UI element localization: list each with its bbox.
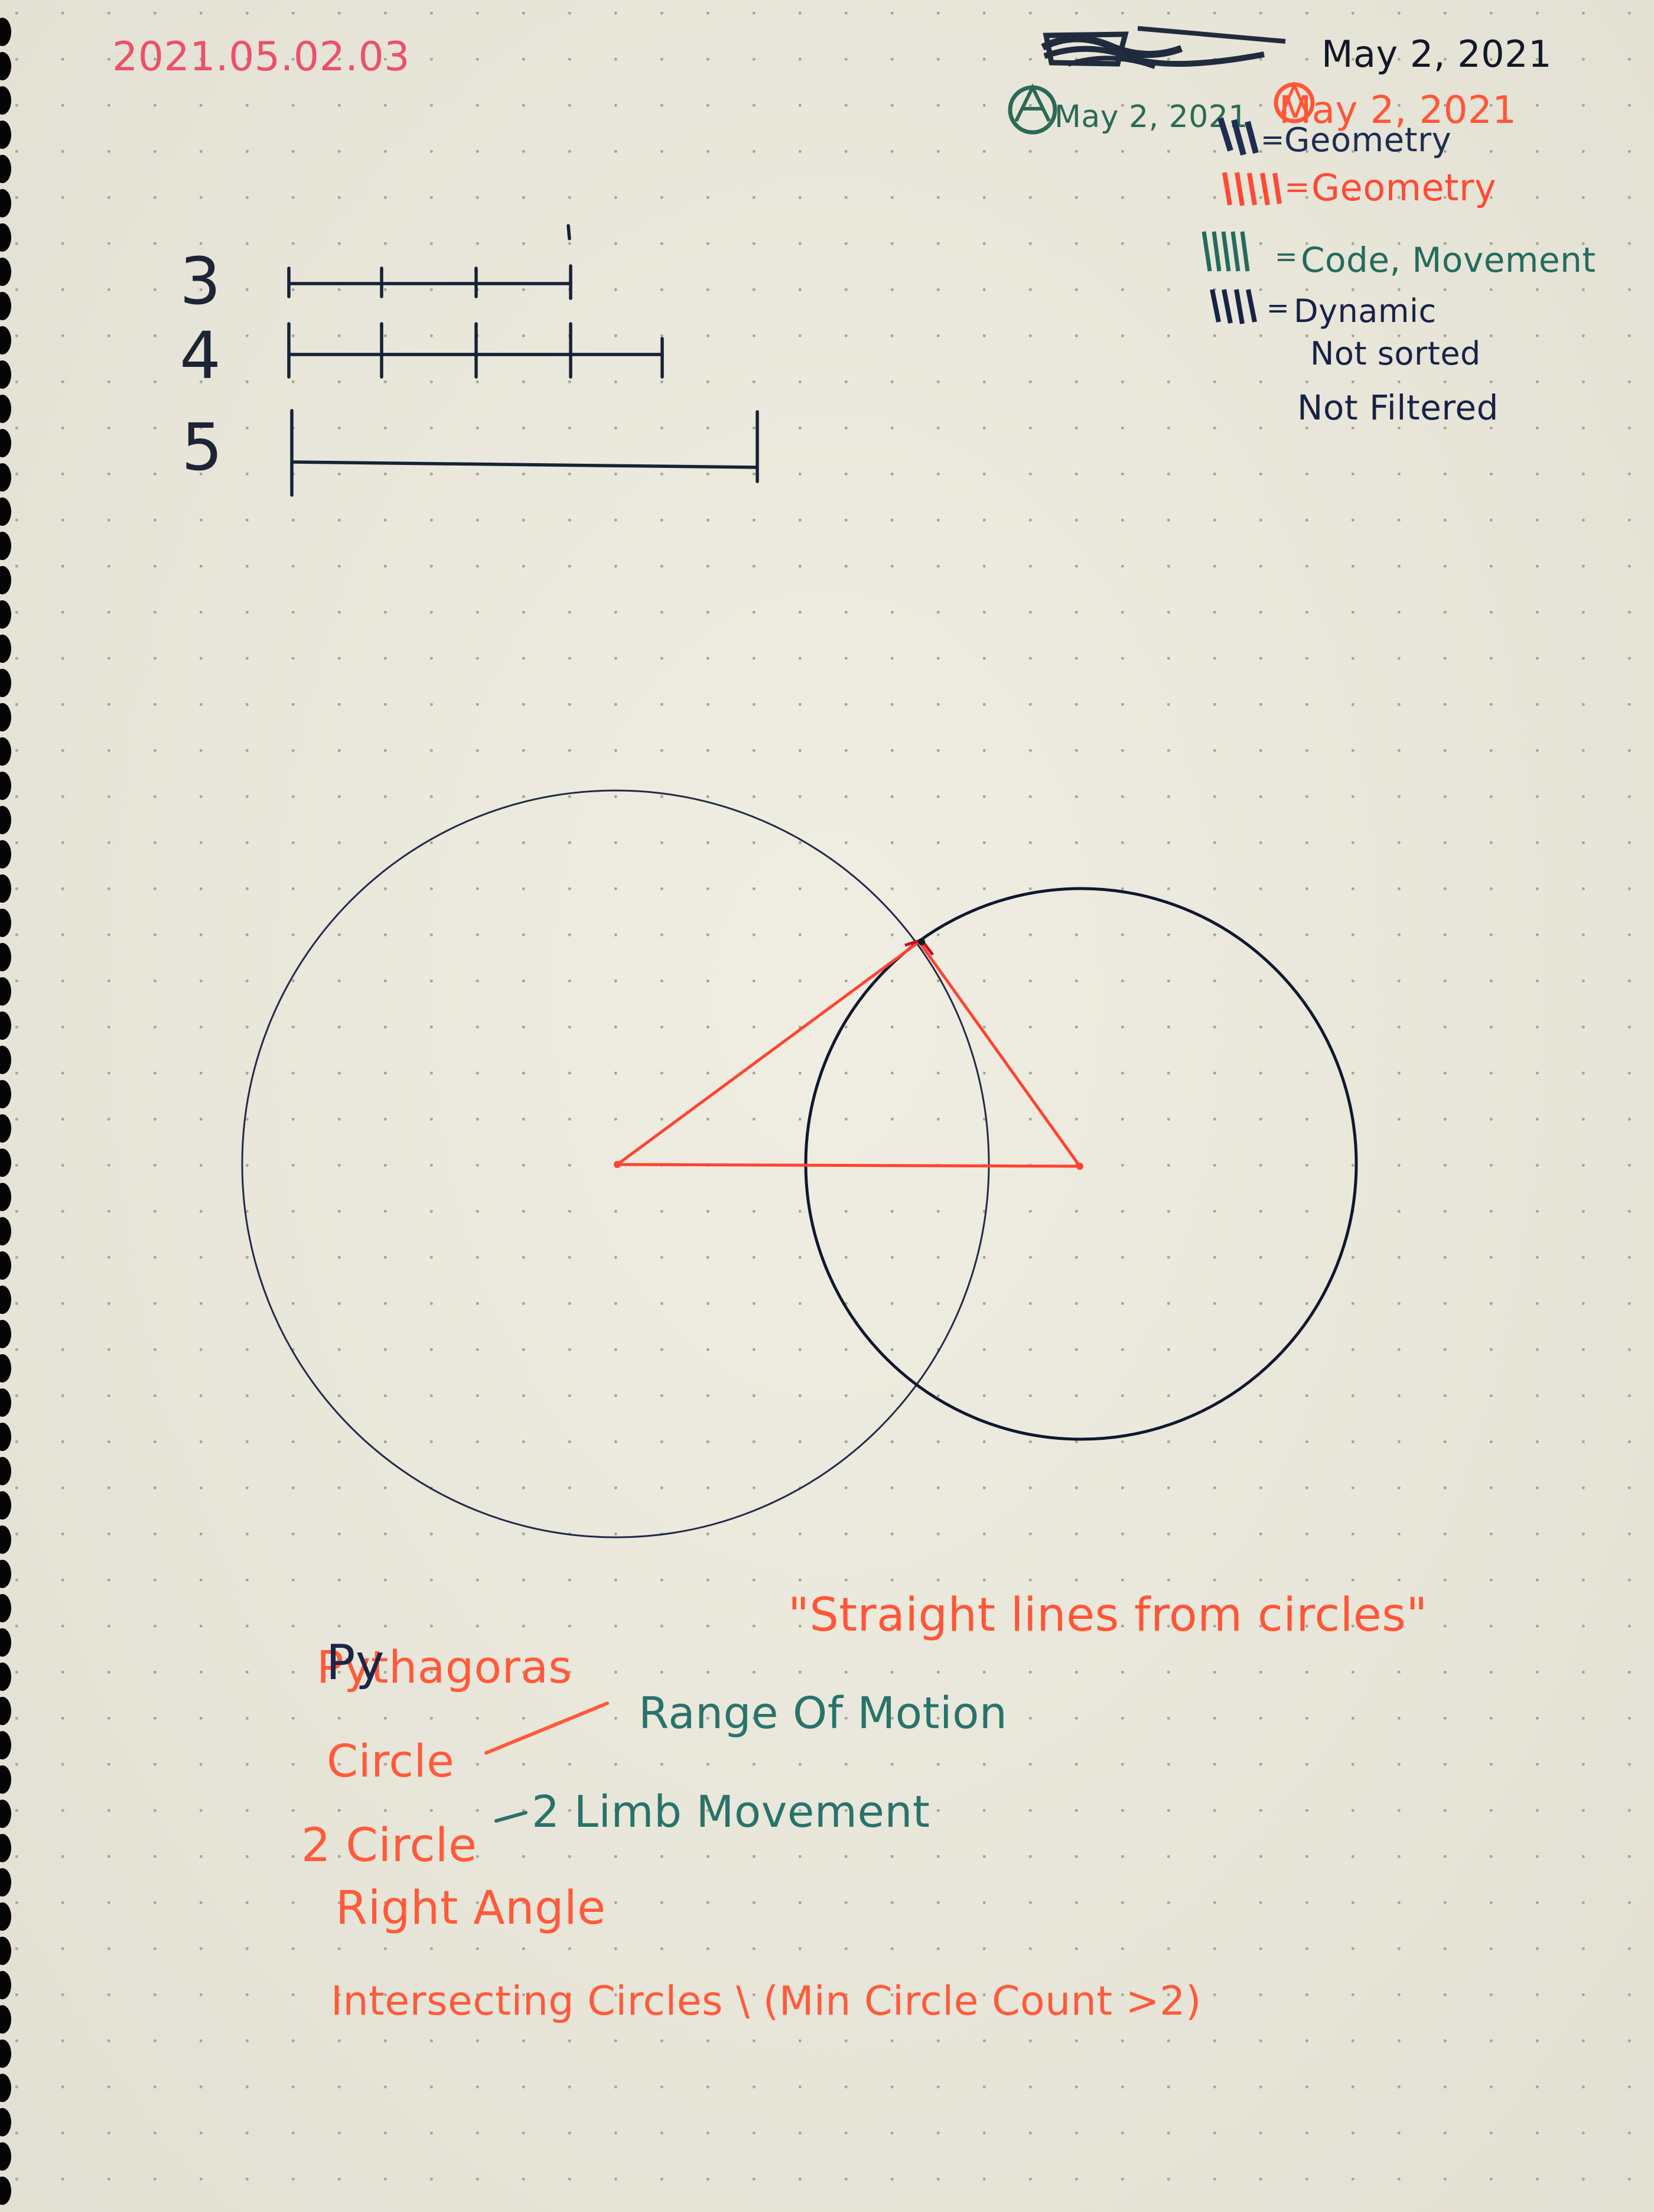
scale-label-4: 4: [180, 318, 222, 393]
note-pythagoras-prefix: Py: [326, 1635, 385, 1691]
legend-geometry-red: = Geometry: [1222, 166, 1496, 209]
legend-geometry-navy: = Geometry: [1217, 117, 1451, 160]
note-pythagoras: Pythagoras: [317, 1641, 572, 1693]
scale-label-3: 3: [180, 243, 222, 319]
note-two-circle: 2 Circle: [301, 1819, 477, 1872]
note-right-angle: Right Angle: [336, 1882, 606, 1935]
legend-dynamic-label: Dynamic: [1294, 292, 1437, 330]
legend-code-movement: = Code, Movement: [1202, 231, 1596, 280]
legend-scribble-top: [1041, 26, 1286, 69]
legend-note-sorted: Not sorted: [1310, 335, 1481, 372]
scale-label-5: 5: [181, 409, 223, 485]
note-range-of-motion: Range Of Motion: [639, 1688, 1007, 1739]
green-circle-mark: [1008, 83, 1057, 135]
legend-note-filtered: Not Filtered: [1297, 388, 1499, 428]
note-two-limb-movement: 2 Limb Movement: [532, 1787, 930, 1837]
svg-text:=: =: [1261, 123, 1285, 157]
legend-geometry-red-label: Geometry: [1311, 166, 1496, 209]
legend-block: May 2, 2021 May 2, 2021 May 2, 2021 = Ge…: [1008, 26, 1596, 428]
diagram-quote: "Straight lines from circles": [788, 1589, 1428, 1642]
svg-text:=: =: [1275, 240, 1298, 272]
legend-date-green: May 2, 2021: [1054, 99, 1248, 135]
notes-block: Pythagoras Py Circle Range Of Motion 2 C…: [301, 1635, 1202, 2025]
note-intersecting-circles: Intersecting Circles \ (Min Circle Count…: [331, 1978, 1202, 2025]
note-circle: Circle: [327, 1735, 454, 1787]
scale-line-5: [290, 460, 759, 469]
legend-date-red: May 2, 2021: [1279, 89, 1516, 132]
legend-date-scribbled: May 2, 2021: [1321, 32, 1552, 76]
large-circle: [241, 789, 990, 1538]
legend-code-movement-label: Code, Movement: [1301, 240, 1596, 280]
page-date: 2021.05.02.03: [112, 34, 410, 80]
red-circle-mark: [1274, 81, 1315, 123]
triangle: [616, 940, 1082, 1168]
svg-text:=: =: [1266, 292, 1290, 324]
scale-diagram: 3 4 5: [180, 224, 759, 497]
circle-triangle-diagram: [241, 789, 1358, 1538]
svg-text:=: =: [1284, 170, 1310, 205]
legend-geometry-navy-label: Geometry: [1284, 121, 1451, 160]
legend-dynamic: = Dynamic Not sorted Not Filtered: [1210, 289, 1499, 428]
